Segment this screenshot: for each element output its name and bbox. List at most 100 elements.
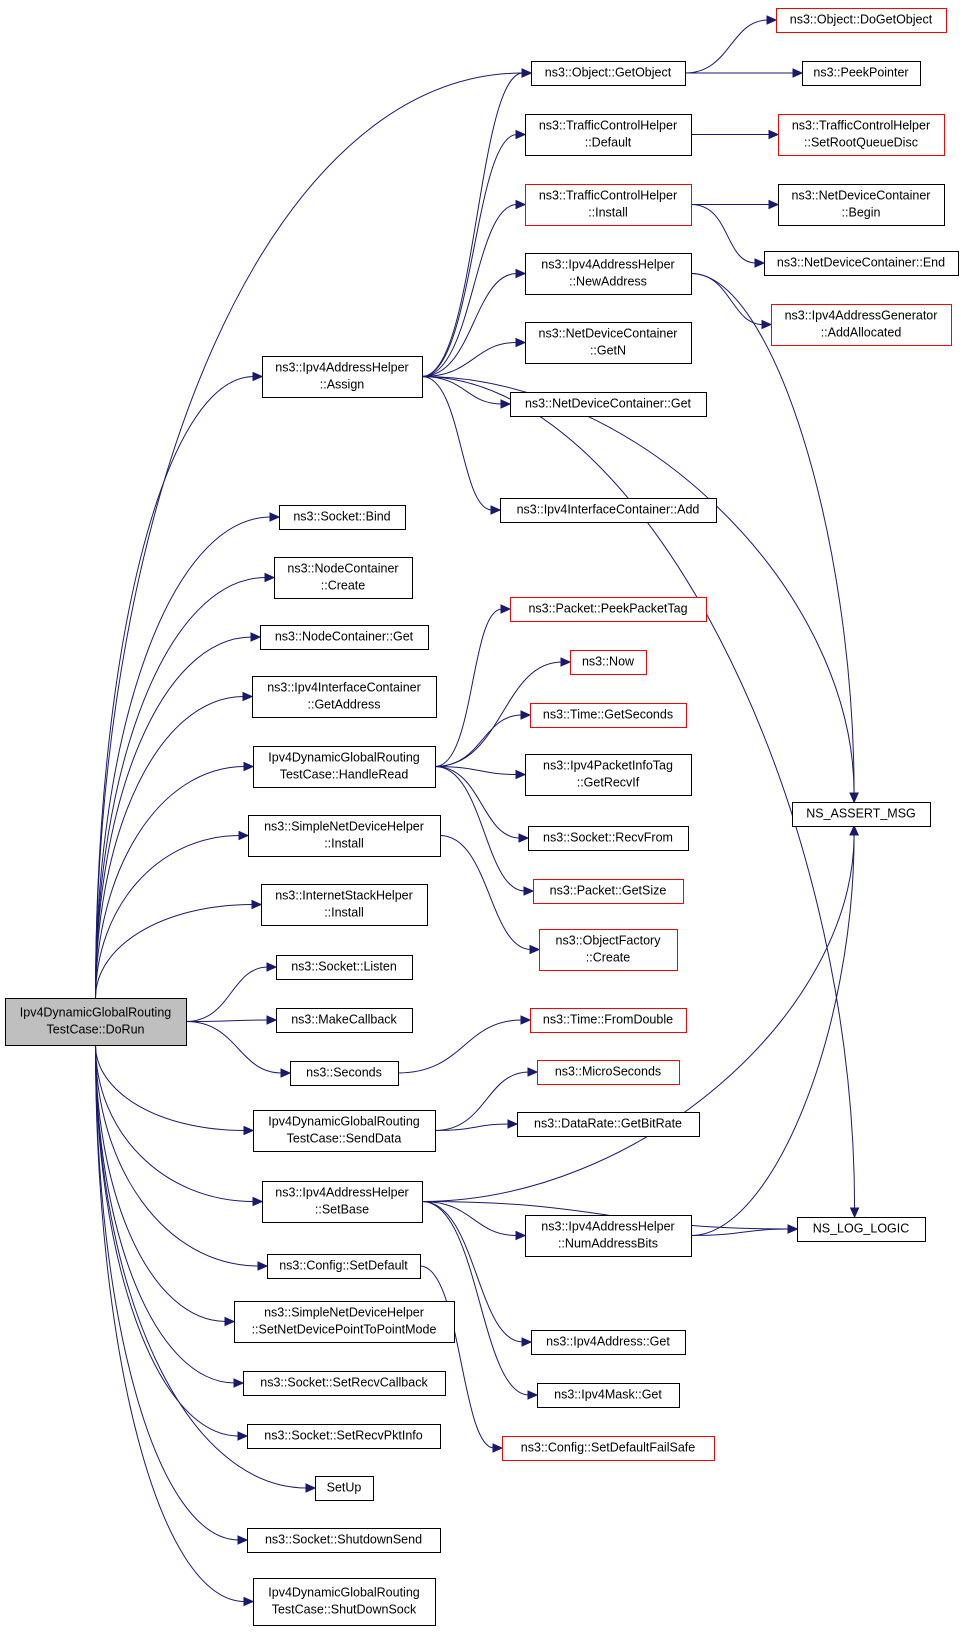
node-ipv4mask_get[interactable]: ns3::Ipv4Mask::Get	[537, 1383, 680, 1408]
edge-line	[95, 636, 253, 999]
node-box	[517, 1112, 700, 1137]
arrow-head-icon	[238, 830, 250, 841]
node-getaddress[interactable]: ns3::Ipv4InterfaceContainer::GetAddress	[252, 676, 437, 718]
node-box	[247, 1424, 441, 1449]
edge-dorun-to-assign	[95, 371, 264, 999]
edge-line	[434, 714, 523, 767]
edge-dorun-to-setup	[95, 1044, 317, 1493]
node-senddata[interactable]: Ipv4DynamicGlobalRoutingTestCase::SendDa…	[253, 1110, 436, 1152]
node-ipv4addr_get[interactable]: ns3::Ipv4Address::Get	[531, 1330, 686, 1355]
arrow-head-icon	[250, 632, 262, 642]
node-listen[interactable]: ns3::Socket::Listen	[276, 955, 413, 980]
node-shutdownsock[interactable]: Ipv4DynamicGlobalRoutingTestCase::ShutDo…	[253, 1578, 436, 1626]
node-iic_add[interactable]: ns3::Ipv4InterfaceContainer::Add	[500, 498, 717, 523]
arrow-head-icon	[849, 792, 859, 804]
edge-sndh_install-to-of_create	[439, 835, 541, 955]
node-makecallback[interactable]: ns3::MakeCallback	[276, 1008, 413, 1033]
node-box	[253, 1110, 436, 1152]
arrow-head-icon	[243, 1125, 255, 1136]
node-box	[276, 1008, 413, 1033]
edge-line	[421, 376, 855, 795]
node-assertmsg[interactable]: NS_ASSERT_MSG	[792, 802, 931, 827]
node-nc_create[interactable]: ns3::NodeContainer::Create	[274, 557, 413, 599]
edge-handleread-to-peekpackettag	[434, 604, 512, 767]
node-box	[792, 802, 931, 827]
node-microseconds[interactable]: ns3::MicroSeconds	[537, 1060, 680, 1085]
node-ndc_begin[interactable]: ns3::NetDeviceContainer::Begin	[778, 184, 945, 226]
node-setrecvcb[interactable]: ns3::Socket::SetRecvCallback	[243, 1371, 446, 1396]
node-box	[764, 251, 959, 276]
node-sndh_install[interactable]: ns3::SimpleNetDeviceHelper::Install	[248, 815, 441, 857]
node-label: ns3::SimpleNetDeviceHelper	[264, 820, 424, 834]
node-getrecvif[interactable]: ns3::Ipv4PacketInfoTag::GetRecvIf	[525, 754, 692, 796]
node-setrecvpkt[interactable]: ns3::Socket::SetRecvPktInfo	[247, 1424, 441, 1449]
node-label: ::GetRecvIf	[577, 776, 640, 790]
edge-dorun-to-shutdownsock	[95, 1044, 255, 1607]
node-peekpackettag[interactable]: ns3::Packet::PeekPacketTag	[510, 597, 707, 622]
edge-assign-to-newaddress	[421, 268, 527, 377]
node-label: ::Create	[321, 579, 366, 593]
node-tch_default[interactable]: ns3::TrafficControlHelper::Default	[525, 114, 692, 156]
node-handleread[interactable]: Ipv4DynamicGlobalRoutingTestCase::Handle…	[253, 746, 436, 788]
node-setdefaultfs[interactable]: ns3::Config::SetDefaultFailSafe	[502, 1436, 715, 1461]
node-newaddress[interactable]: ns3::Ipv4AddressHelper::NewAddress	[525, 253, 692, 295]
edge-line	[439, 835, 532, 950]
node-assign[interactable]: ns3::Ipv4AddressHelper::Assign	[262, 356, 423, 398]
node-getsize[interactable]: ns3::Packet::GetSize	[533, 879, 684, 904]
node-box	[274, 557, 413, 599]
node-box	[262, 356, 423, 398]
node-setup[interactable]: SetUp	[315, 1476, 374, 1501]
node-getseconds[interactable]: ns3::Time::GetSeconds	[530, 703, 687, 728]
node-getbitrate[interactable]: ns3::DataRate::GetBitRate	[517, 1112, 700, 1137]
node-fromdouble[interactable]: ns3::Time::FromDouble	[530, 1008, 687, 1033]
node-ndc_get[interactable]: ns3::NetDeviceContainer::Get	[510, 392, 707, 417]
node-ish_install[interactable]: ns3::InternetStackHelper::Install	[261, 884, 428, 926]
node-label: ns3::Now	[582, 655, 635, 669]
arrow-head-icon	[237, 1535, 249, 1545]
node-addallocated[interactable]: ns3::Ipv4AddressGenerator::AddAllocated	[771, 304, 952, 346]
node-label: ::Begin	[842, 206, 881, 220]
arrow-head-icon	[520, 1015, 532, 1025]
node-box	[776, 8, 947, 33]
edge-line	[690, 273, 855, 795]
edge-assign-to-getobject	[421, 68, 533, 377]
arrow-head-icon	[761, 319, 773, 330]
node-now[interactable]: ns3::Now	[570, 650, 647, 675]
node-dogetobject[interactable]: ns3::Object::DoGetObject	[776, 8, 947, 33]
edge-newaddress-to-addallocated	[690, 273, 773, 330]
node-nc_get[interactable]: ns3::NodeContainer::Get	[260, 625, 429, 650]
node-recvfrom[interactable]: ns3::Socket::RecvFrom	[528, 826, 689, 851]
node-box	[525, 253, 692, 295]
arrow-head-icon	[243, 761, 255, 772]
node-box	[502, 1436, 715, 1461]
edge-dorun-to-bind	[95, 512, 281, 999]
node-setp2p[interactable]: ns3::SimpleNetDeviceHelper::SetNetDevice…	[234, 1301, 455, 1343]
edge-line	[95, 1044, 308, 1489]
node-peekpointer[interactable]: ns3::PeekPointer	[802, 61, 921, 86]
node-shutdownsend[interactable]: ns3::Socket::ShutdownSend	[247, 1528, 441, 1553]
node-numaddrbits[interactable]: ns3::Ipv4AddressHelper::NumAddressBits	[525, 1215, 692, 1257]
node-setbase[interactable]: ns3::Ipv4AddressHelper::SetBase	[262, 1181, 423, 1223]
edge-setbase-to-numaddrbits	[421, 1201, 527, 1241]
edge-line	[690, 833, 855, 1236]
node-ndc_getn[interactable]: ns3::NetDeviceContainer::GetN	[525, 322, 692, 364]
node-getobject[interactable]: ns3::Object::GetObject	[531, 61, 686, 86]
node-box	[528, 826, 689, 851]
node-of_create[interactable]: ns3::ObjectFactory::Create	[539, 929, 678, 971]
node-tch_install[interactable]: ns3::TrafficControlHelper::Install	[525, 184, 692, 226]
node-setdefault[interactable]: ns3::Config::SetDefault	[267, 1254, 421, 1279]
node-box	[539, 929, 678, 971]
node-loglogic[interactable]: NS_LOG_LOGIC	[797, 1217, 926, 1242]
node-setrootqd[interactable]: ns3::TrafficControlHelper::SetRootQueueD…	[778, 114, 945, 156]
node-ndc_end[interactable]: ns3::NetDeviceContainer::End	[764, 251, 959, 276]
node-box	[315, 1476, 374, 1501]
node-box	[533, 879, 684, 904]
arrow-head-icon	[507, 1119, 519, 1129]
node-seconds[interactable]: ns3::Seconds	[290, 1061, 399, 1086]
node-bind[interactable]: ns3::Socket::Bind	[279, 505, 406, 530]
node-label: ::GetAddress	[308, 698, 381, 712]
node-label: ns3::NetDeviceContainer	[792, 189, 931, 203]
edge-line	[95, 577, 267, 999]
node-box	[247, 1528, 441, 1553]
